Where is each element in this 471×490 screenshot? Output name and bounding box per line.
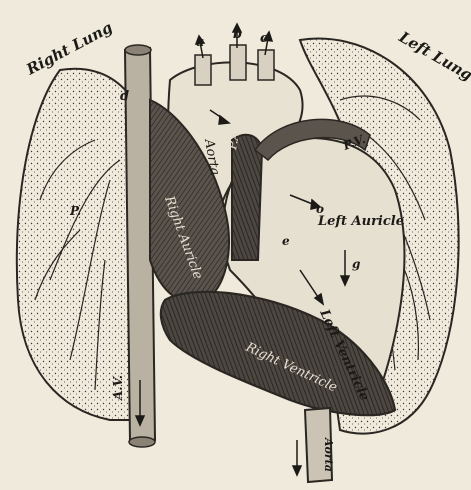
label-g: g: [352, 257, 360, 271]
label-b: b: [233, 27, 242, 42]
pulmonary-artery: [232, 135, 262, 260]
aorta-lower-label: Aorta: [322, 437, 335, 472]
vessel-b: [230, 45, 246, 80]
av-label: A.V.: [111, 375, 125, 401]
vessel-a: [195, 55, 211, 85]
vessel-c: [258, 50, 274, 80]
left-auricle-label: Left Auricle: [317, 214, 404, 229]
pv-right-label: P.: [69, 204, 81, 218]
label-c: c: [260, 31, 268, 46]
label-e: e: [282, 234, 290, 248]
label-a: a: [196, 35, 204, 50]
label-d: d: [120, 89, 129, 104]
